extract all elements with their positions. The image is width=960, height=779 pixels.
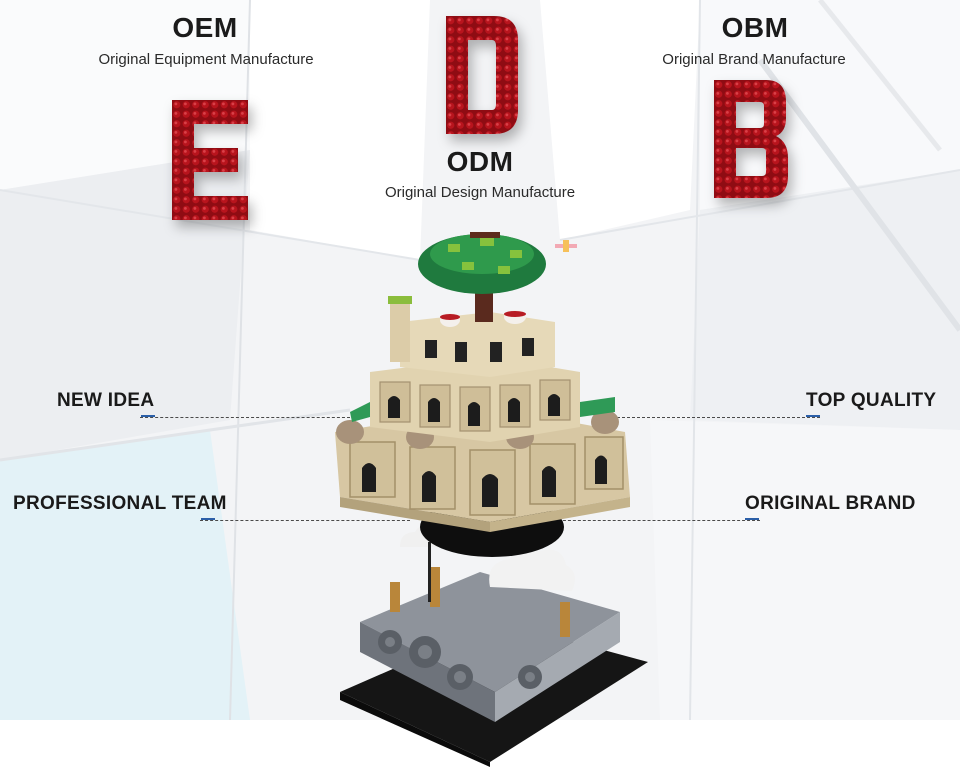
odm-title: ODM [446,146,514,177]
feature-original-brand-label: ORIGINAL BRAND [745,493,916,514]
feature-professional-team: PROFESSIONAL TEAM [13,493,227,520]
brick-letter-d [446,16,518,134]
brick-letter-b [714,80,788,198]
feature-original-brand-underline [745,518,759,520]
feature-new-idea-label: NEW IDEA [57,390,155,411]
feature-new-idea-underline [141,415,155,417]
odm-subtitle: Original Design Manufacture [384,184,576,201]
feature-original-brand: ORIGINAL BRAND [745,493,916,520]
oem-title: OEM [172,12,238,43]
leader-top-quality [612,417,820,418]
brick-castle-model [335,232,648,767]
feature-top-quality-underline [806,415,820,417]
brick-letter-e [172,100,248,220]
feature-professional-team-label: PROFESSIONAL TEAM [13,493,227,514]
obm-subtitle: Original Brand Manufacture [662,51,846,68]
oem-subtitle: Original Equipment Manufacture [98,51,314,68]
obm-title: OBM [721,12,789,43]
feature-top-quality: TOP QUALITY [806,390,937,417]
feature-top-quality-label: TOP QUALITY [806,390,937,411]
feature-new-idea: NEW IDEA [57,390,155,417]
leader-professional-team [200,520,410,521]
leader-new-idea [140,417,350,418]
feature-professional-team-underline [201,518,215,520]
leader-original-brand [548,520,760,521]
